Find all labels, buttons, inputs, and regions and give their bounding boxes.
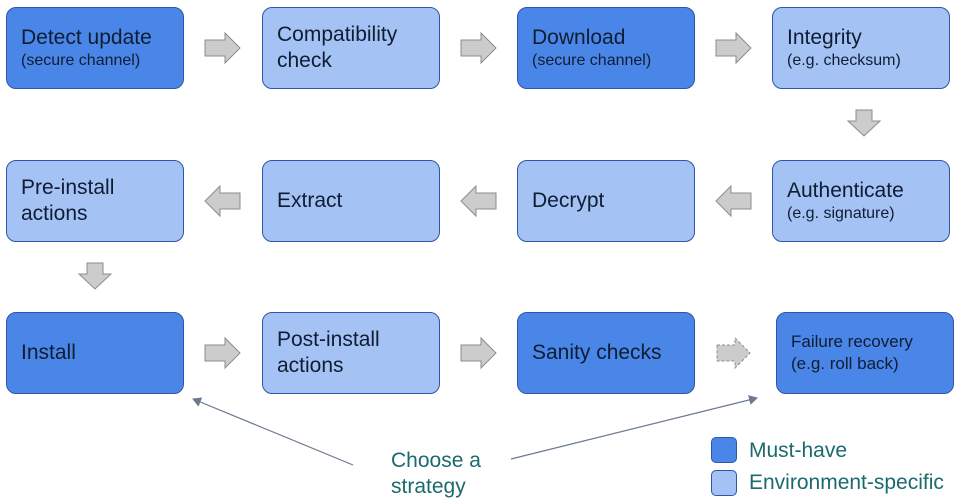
step-title: Compatibility check: [277, 23, 398, 72]
step-decrypt: Decrypt: [517, 160, 695, 242]
step-title: Download: [532, 26, 626, 49]
choose-strategy-label: Choose a strategy: [391, 449, 481, 498]
legend-label-must-have: Must-have: [749, 439, 848, 462]
step-download: Download (secure channel): [517, 7, 695, 89]
strategy-pointer-right: [510, 395, 758, 460]
step-authenticate: Authenticate (e.g. signature): [772, 160, 950, 242]
step-sanity-checks: Sanity checks: [517, 312, 695, 394]
step-install: Install: [6, 312, 184, 394]
step-extract: Extract: [262, 160, 440, 242]
step-detect-update: Detect update (secure channel): [6, 7, 184, 89]
arrow-left-icon: [460, 184, 497, 218]
legend-swatch-environment-specific: [711, 470, 737, 496]
arrow-right-icon: [460, 336, 497, 370]
step-pre-install-actions: Pre-install actions: [6, 160, 184, 242]
step-title: Post-install actions: [277, 328, 380, 377]
step-subtitle: (secure channel): [532, 52, 652, 69]
legend-label-environment-specific: Environment-specific: [749, 471, 944, 494]
strategy-pointer-left: [192, 397, 354, 466]
arrow-right-icon: [460, 31, 497, 65]
step-title: Authenticate: [787, 179, 904, 202]
step-integrity: Integrity (e.g. checksum): [772, 7, 950, 89]
step-subtitle: (e.g. checksum): [787, 52, 901, 69]
step-title: Detect update: [21, 26, 152, 49]
step-title: Failure recovery (e.g. roll back): [791, 332, 913, 373]
dashed-arrow-right-icon: [716, 336, 751, 370]
arrow-left-icon: [715, 184, 752, 218]
arrow-right-icon: [204, 336, 241, 370]
step-title: Extract: [277, 189, 343, 212]
arrow-right-icon: [715, 31, 752, 65]
legend-swatch-must-have: [711, 437, 737, 463]
step-title: Pre-install actions: [21, 176, 115, 225]
arrow-down-icon: [846, 109, 882, 137]
step-title: Decrypt: [532, 189, 605, 212]
arrow-right-icon: [204, 31, 241, 65]
arrow-down-icon: [77, 262, 113, 290]
step-failure-recovery: Failure recovery (e.g. roll back): [776, 312, 954, 394]
step-subtitle: (secure channel): [21, 52, 141, 69]
step-title: Integrity: [787, 26, 862, 49]
step-title: Install: [21, 341, 76, 364]
step-post-install-actions: Post-install actions: [262, 312, 440, 394]
step-subtitle: (e.g. signature): [787, 205, 895, 222]
arrow-left-icon: [204, 184, 241, 218]
step-title: Sanity checks: [532, 341, 662, 364]
step-compatibility-check: Compatibility check: [262, 7, 440, 89]
